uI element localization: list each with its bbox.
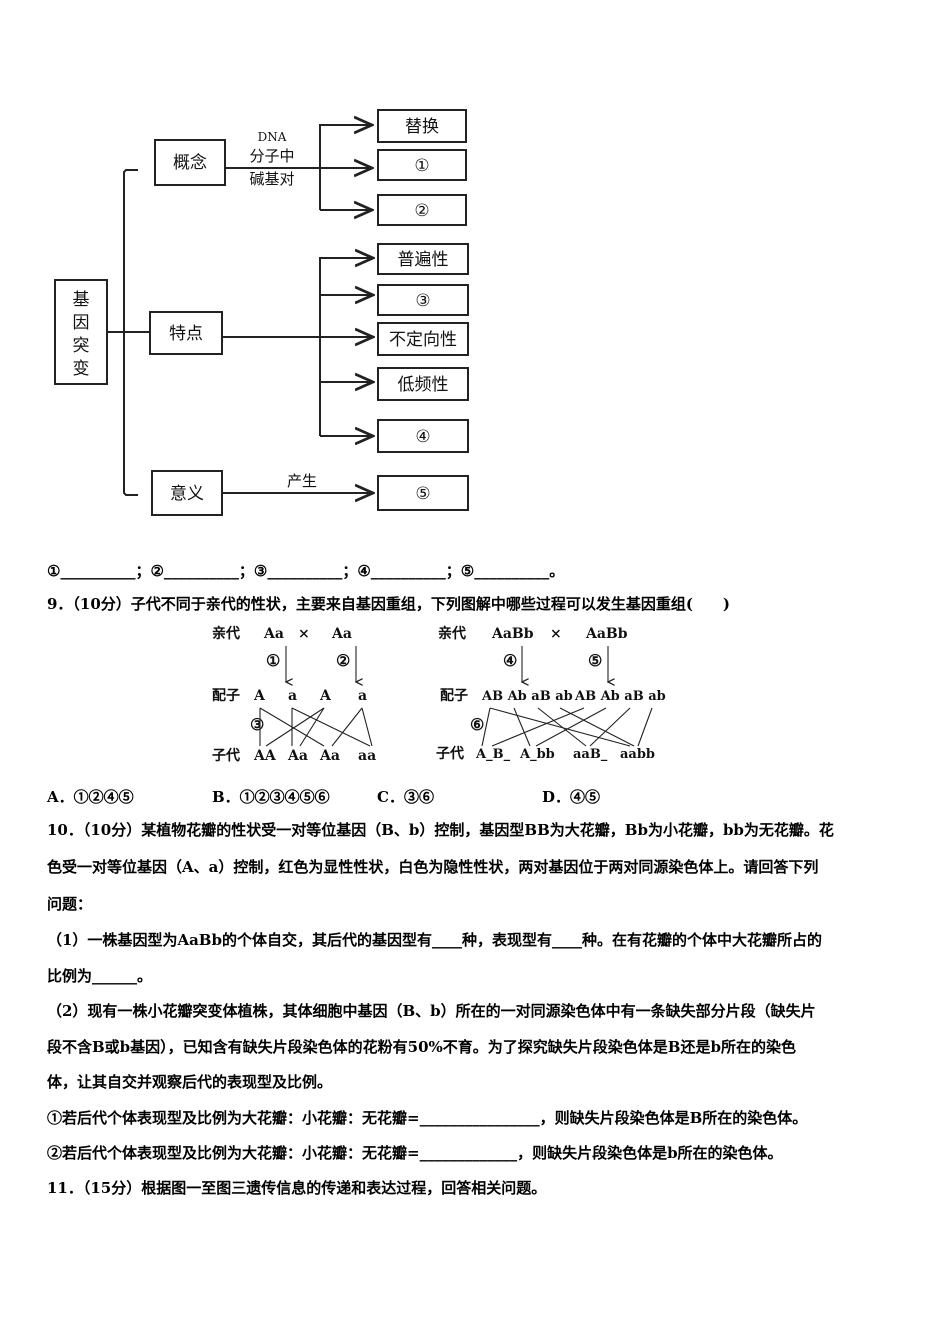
left-step1: ① xyxy=(266,651,280,670)
left-step2: ② xyxy=(336,651,350,670)
q10-line-3: 问题： xyxy=(47,895,93,913)
root-char-3: 突 xyxy=(73,336,90,356)
left-p2: Aa xyxy=(331,626,352,642)
q10-line-1: 10．（10分）某植物花瓣的性状受一对等位基因（B、b）控制，基因型BB为大花瓣… xyxy=(47,821,834,839)
q10-part2-line-3: 体，让其自交并观察后代的表现型及比例。 xyxy=(47,1073,333,1091)
right-step4: ④ xyxy=(503,651,517,670)
branch-meaning: 意义 xyxy=(170,484,204,504)
right-child-1: A_B_ xyxy=(475,747,511,762)
q10-part2-line-2: 段不含B或b基因），已知含有缺失片段染色体的花粉有50%不育。为了探究缺失片段染… xyxy=(47,1038,796,1056)
answer-blanks: ①__________；②__________；③__________；④___… xyxy=(47,562,565,580)
right-gametes-1: AB Ab aB ab xyxy=(481,689,573,704)
feature-item-1: 普遍性 xyxy=(398,250,449,270)
q10-part2-line-1: （2）现有一株小花瓣突变体植株，其体细胞中基因（B、b）所在的一对同源染色体中有… xyxy=(47,1002,816,1020)
q10-line-2: 色受一对等位基因（A、a）控制，红色为显性性状，白色为隐性性状，两对基因位于两对… xyxy=(47,858,819,876)
q9-option-a: A．①②④⑤ xyxy=(47,788,134,806)
right-child-3: aaB_ xyxy=(573,747,608,762)
root-char-2: 因 xyxy=(73,313,90,333)
right-gametes-2: AB Ab aB ab xyxy=(574,689,666,704)
right-child-label: 子代 xyxy=(436,745,464,762)
left-gamete-1: A xyxy=(253,688,266,704)
feature-item-5: ④ xyxy=(415,427,430,447)
q9-diagram: 亲代 Aa × Aa ① ② 配子 A a A a ③ 子代 AA Aa Aa … xyxy=(212,625,666,764)
q11-stem: 11．（15分）根据图一至图三遗传信息的传递和表达过程，回答相关问题。 xyxy=(47,1179,547,1197)
branch-concept: 概念 xyxy=(173,152,207,173)
feature-item-4: 低频性 xyxy=(398,375,449,395)
left-child-1: AA xyxy=(253,748,277,764)
left-parent-label: 亲代 xyxy=(212,625,240,642)
right-p2: AaBb xyxy=(585,626,628,642)
left-child-2: Aa xyxy=(287,748,308,764)
root-char-4: 变 xyxy=(73,359,90,379)
concept-label-dna: DNA xyxy=(258,130,287,144)
right-step5: ⑤ xyxy=(588,651,602,670)
feature-item-2: ③ xyxy=(415,291,430,311)
branch-feature: 特点 xyxy=(169,324,203,344)
right-gamete-label: 配子 xyxy=(440,688,468,704)
root-char-1: 基 xyxy=(73,290,90,310)
left-gamete-3: A xyxy=(319,688,332,704)
right-child-4: aabb xyxy=(620,747,655,762)
concept-box xyxy=(154,139,226,186)
concept-item-1: 替换 xyxy=(405,117,439,137)
left-gamete-label: 配子 xyxy=(212,688,240,704)
q9-option-d: D．④⑤ xyxy=(542,788,601,806)
right-step6: ⑥ xyxy=(470,715,484,734)
concept-label-molecule: 分子中 xyxy=(249,147,294,165)
left-child-4: aa xyxy=(358,748,376,764)
concept-map: 基 因 突 变 概念 特点 意义 DNA 分子中 碱基对 替换 ① ② 普遍性 … xyxy=(54,109,469,516)
feature-box xyxy=(149,311,223,355)
meaning-item: ⑤ xyxy=(415,484,430,504)
meaning-label: 产生 xyxy=(287,472,317,490)
left-step3: ③ xyxy=(250,715,264,734)
right-parent-label: 亲代 xyxy=(438,625,466,642)
q9-option-b: B．①②③④⑤⑥ xyxy=(212,788,330,806)
left-child-3: Aa xyxy=(319,748,340,764)
left-gamete-2: a xyxy=(288,688,297,704)
q9-stem: 9．（10分）子代不同于亲代的性状，主要来自基因重组，下列图解中哪些过程可以发生… xyxy=(47,595,731,613)
right-child-2: A_bb xyxy=(519,747,555,762)
right-p1: AaBb xyxy=(491,626,534,642)
left-cross: × xyxy=(298,626,310,642)
concept-item-3: ② xyxy=(414,201,429,221)
concept-item-2: ① xyxy=(414,156,429,176)
concept-label-basepair: 碱基对 xyxy=(249,170,294,188)
q10-part1-line-2: 比例为______。 xyxy=(47,967,153,985)
left-gamete-4: a xyxy=(358,688,367,704)
left-child-label: 子代 xyxy=(212,747,240,764)
right-cross: × xyxy=(550,626,562,642)
q9-option-c: C．③⑥ xyxy=(377,788,434,806)
q10-part1-line-1: （1）一株基因型为AaBb的个体自交，其后代的基因型有____种，表现型有___… xyxy=(47,931,822,949)
left-p1: Aa xyxy=(263,626,284,642)
feature-item-3: 不定向性 xyxy=(389,330,457,350)
q10-case-1: ①若后代个体表现型及比例为大花瓣：小花瓣：无花瓣=_______________… xyxy=(47,1109,808,1127)
q10-case-2: ②若后代个体表现型及比例为大花瓣：小花瓣：无花瓣=_____________，则… xyxy=(47,1144,783,1162)
